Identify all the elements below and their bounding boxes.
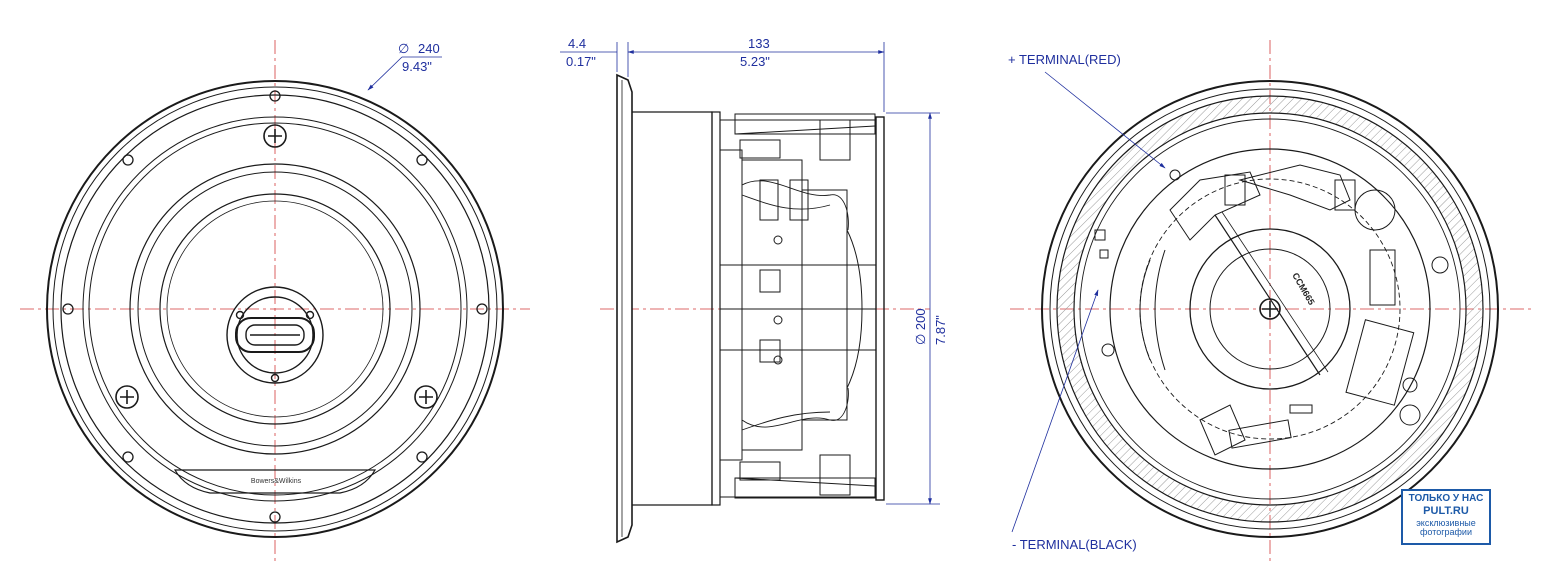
cutout-diameter-in: 7.87" — [933, 315, 948, 345]
side-flange — [616, 73, 633, 544]
flange-depth-in: 0.17" — [566, 54, 596, 69]
mount-depth-mm: 133 — [748, 36, 770, 51]
side-view — [600, 73, 930, 544]
rear-view: CCM665 — [1010, 40, 1535, 565]
outer-diameter-mm: 240 — [418, 41, 440, 56]
rear-hatched-ring — [1056, 95, 1484, 523]
diameter-symbol: ∅ — [398, 41, 409, 56]
side-dimensions: 4.4 0.17" 133 5.23" ∅ 200 7.87" — [560, 36, 948, 505]
stamp-line-4: фотографии — [1420, 527, 1472, 538]
stamp-line-2: PULT.RU — [1423, 504, 1469, 517]
stamp-line-1: ТОЛЬКО У НАС — [1408, 493, 1484, 504]
front-mount-holes — [62, 90, 488, 523]
terminal-negative-label: - TERMINAL(BLACK) — [1012, 537, 1137, 552]
outer-diameter-in: 9.43" — [402, 59, 432, 74]
side-top-clamp — [734, 113, 876, 161]
terminal-callouts: + TERMINAL(RED) - TERMINAL(BLACK) — [1008, 52, 1166, 552]
front-clamp-screws — [115, 124, 438, 409]
rear-components — [1094, 164, 1449, 456]
front-tweeter — [226, 286, 324, 384]
front-dimension: ∅ 240 9.43" — [367, 41, 442, 91]
front-woofer-surround — [129, 163, 421, 455]
terminal-positive-label: + TERMINAL(RED) — [1008, 52, 1121, 67]
side-bottom-clamp — [734, 454, 876, 499]
front-view: Bowers&Wilkins — [20, 40, 530, 565]
model-label: CCM665 — [1290, 271, 1316, 307]
side-backplate — [875, 116, 885, 501]
front-woofer-cone — [159, 193, 391, 425]
cutout-diameter-mm: ∅ 200 — [913, 308, 928, 345]
rear-magnet — [1189, 228, 1351, 390]
side-inner-body — [719, 149, 876, 461]
watermark-stamp: ТОЛЬКО У НАС PULT.RU эксклюзивные фотогр… — [1401, 489, 1491, 545]
front-centerlines — [20, 40, 530, 565]
side-basket — [632, 111, 713, 506]
mount-depth-in: 5.23" — [740, 54, 770, 69]
side-wires — [741, 180, 849, 431]
rear-outer-rim — [1041, 80, 1499, 538]
stamp-line-3: эксклюзивные — [1416, 518, 1476, 529]
flange-depth-mm: 4.4 — [568, 36, 586, 51]
front-outer-rim — [46, 80, 504, 538]
front-badge — [173, 469, 377, 494]
brand-logo-text: Bowers&Wilkins — [251, 478, 302, 485]
